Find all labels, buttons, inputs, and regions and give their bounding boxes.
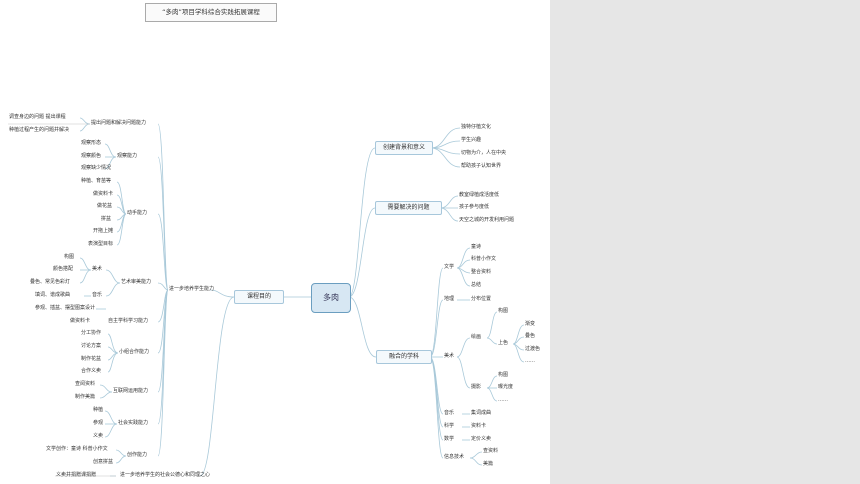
subject-label: 文学 <box>444 264 455 270</box>
subject-item: 整合资料 <box>471 269 492 275</box>
leaf: 填词、谱成歌曲 <box>35 292 71 298</box>
ability: 小组合作能力 <box>119 349 150 355</box>
branch-subjects[interactable]: 融合的学科 <box>376 350 432 364</box>
leaf: 查阅资料 <box>75 381 96 387</box>
subject-leaf: …… <box>525 358 535 364</box>
leaf: 讨论方案 <box>81 343 102 349</box>
leaf: 观察颜色 <box>81 153 102 159</box>
leaf: 做资料卡 <box>70 318 91 324</box>
background-item: 切物为介，人在中央 <box>461 150 507 156</box>
leaf: 音乐 <box>92 292 103 298</box>
leaf: 颜色搭配 <box>53 266 74 272</box>
subject-label: 地理 <box>444 296 455 302</box>
leaf: 文学创作：童诗 科普小作文 <box>46 446 108 452</box>
subject-leaf: 构图 <box>498 372 509 378</box>
ability: 互联网运用能力 <box>113 388 149 394</box>
leaf: 美术 <box>92 266 103 272</box>
leaf: 做资料卡 <box>93 191 114 197</box>
subject-item: 绘画 <box>471 334 482 340</box>
subject-label: 数学 <box>444 436 455 442</box>
leaf: 做花盆 <box>97 203 113 209</box>
background-item: 学生兴趣 <box>461 137 482 143</box>
leaf: 叠色、常见色彩灯 <box>30 279 71 285</box>
subject-label: 科学 <box>444 423 455 429</box>
root-node[interactable]: 多肉 <box>311 283 351 313</box>
ability: 社会实践能力 <box>118 420 149 426</box>
subject-leaf: …… <box>498 397 508 403</box>
goal-extra: 进一步培养学生的社会公德心和同理之心 <box>120 472 211 478</box>
leaf: 创意拼盆 <box>93 459 114 465</box>
subject-item: 分布位置 <box>471 296 492 302</box>
side-panel <box>550 0 860 484</box>
subject-label: 音乐 <box>444 410 455 416</box>
leaf: 种植 <box>93 407 104 413</box>
leaf: 表演型目标 <box>88 241 114 247</box>
subject-leaf: 过渡色 <box>525 346 541 352</box>
leaf: 制作花盆 <box>81 356 102 362</box>
subject-item: 集词成曲 <box>471 410 492 416</box>
subject-item: 美篇 <box>483 461 494 467</box>
subject-item: 科普小作文 <box>471 256 497 262</box>
background-item: 帮助孩子认知世界 <box>461 163 502 169</box>
leaf: 开拖上摊 <box>93 228 114 234</box>
leaf: 种植过程产生的问题并解决 <box>9 127 70 133</box>
ability: 观察能力 <box>117 153 138 159</box>
subject-item: 上色 <box>498 340 509 346</box>
ability: 艺术审美能力 <box>121 279 152 285</box>
subject-leaf: 渐变 <box>525 321 536 327</box>
subject-item: 总结 <box>471 282 482 288</box>
ability: 创作能力 <box>127 452 148 458</box>
subject-item: 童诗 <box>471 244 482 250</box>
leaf: 合作义卖 <box>81 368 102 374</box>
leaf: 观察形态 <box>81 140 102 146</box>
goal-main: 进一步培养学生能力 <box>169 286 215 292</box>
branch-goals[interactable]: 课程目的 <box>234 290 284 304</box>
subject-item: 摄影 <box>471 384 482 390</box>
subject-item: 构图 <box>498 308 509 314</box>
leaf: 分工协作 <box>81 330 102 336</box>
problem-item: 孩子参与度低 <box>459 204 490 210</box>
subject-leaf: 曝光度 <box>498 384 514 390</box>
diagram-title: “多肉”项目学科综合实践拓展课程 <box>145 3 277 22</box>
background-item: 独特仔植文化 <box>461 124 492 130</box>
mindmap-canvas <box>0 0 550 484</box>
leaf: 拼盆 <box>101 216 112 222</box>
leaf: 观察缺少情况 <box>81 165 112 171</box>
leaf: 构图 <box>64 254 75 260</box>
problem-item: 天空之城的开发利用问题 <box>459 217 515 223</box>
leaf: 调查身边的问题 提出课程 <box>9 114 66 120</box>
subject-item: 定价义卖 <box>471 436 492 442</box>
leaf: 种植、育苗等 <box>81 178 112 184</box>
ability: 自主学科学习能力 <box>108 318 149 324</box>
ability: 提出问题和解决问题能力 <box>91 120 147 126</box>
subject-label: 信息技术 <box>444 454 465 460</box>
leaf: 义卖 <box>93 433 104 439</box>
leaf: 参观、插盆、摆型图案设计 <box>35 305 96 311</box>
leaf: 参观 <box>93 420 104 426</box>
problem-item: 教室绿植成活度低 <box>459 192 500 198</box>
subject-item: 资料卡 <box>471 423 487 429</box>
branch-problems[interactable]: 需要解决的问题 <box>375 201 442 215</box>
subject-label: 美术 <box>444 353 455 359</box>
leaf: 制作美篇 <box>75 394 96 400</box>
subject-leaf: 叠色 <box>525 333 536 339</box>
branch-background[interactable]: 创建背景和意义 <box>375 141 433 155</box>
ability: 动手能力 <box>127 210 148 216</box>
leaf: 义卖并捐赠课捐赠 <box>56 472 97 478</box>
subject-item: 查资料 <box>483 448 499 454</box>
